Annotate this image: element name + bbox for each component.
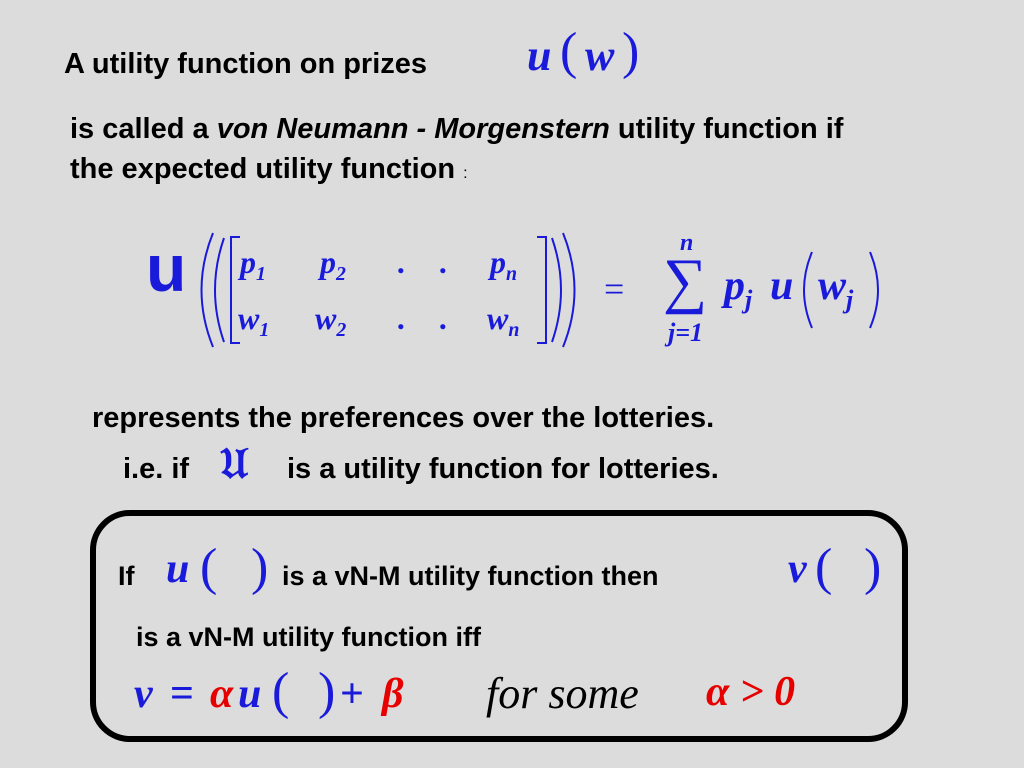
sum-lower-limit: j=1 <box>668 318 704 347</box>
line2-suffix: utility function if <box>609 113 844 145</box>
box-v-left-paren: ( <box>815 539 833 596</box>
intro-line-2: is called a von Neumann - Morgenstern ut… <box>70 113 843 146</box>
formula-equals: = <box>604 269 625 309</box>
vnm-italic: von Neumann - Morgenstern <box>216 113 610 145</box>
rhs-p-j: pj <box>724 263 753 315</box>
big-u-symbol: u <box>146 231 187 305</box>
matrix-dot-1: . <box>398 244 406 280</box>
alpha-condition: α > 0 <box>706 669 796 715</box>
uw-w-symbol: w <box>585 31 615 80</box>
line2-prefix: is called a <box>70 113 217 145</box>
line3-text: the expected utility function <box>70 153 456 185</box>
uw-u-symbol: u <box>527 31 552 80</box>
rhs-w-j: wj <box>818 263 854 315</box>
eq-left-paren: ( <box>272 663 290 720</box>
matrix-pn: pn <box>490 244 518 285</box>
represents-line: represents the preferences over the lott… <box>92 402 715 434</box>
script-u-symbol: 𝔘 <box>220 439 249 488</box>
vnm-condition-box <box>90 510 908 742</box>
intro-line-1: A utility function on prizes <box>64 48 428 80</box>
rhs-u: u <box>770 263 794 309</box>
uw-left-paren: ( <box>560 23 578 80</box>
matrix-w2: w2 <box>315 300 347 341</box>
matrix-dot-4: . <box>440 300 448 336</box>
box-u-right-paren: ) <box>251 539 269 596</box>
box-u-symbol: u <box>166 546 190 592</box>
for-some-text: for some <box>486 669 639 718</box>
eq-right-paren: ) <box>318 663 336 720</box>
box-v-right-paren: ) <box>864 539 882 596</box>
line3-colon: : <box>463 165 468 182</box>
matrix-p2: p2 <box>320 244 346 285</box>
sum-upper-limit: n <box>680 230 694 256</box>
matrix-wn: wn <box>487 300 520 341</box>
eq-v: v <box>134 671 153 717</box>
ie-suffix: is a utility function for lotteries. <box>287 453 719 485</box>
uw-right-paren: ) <box>622 23 640 80</box>
matrix-dot-2: . <box>440 244 448 280</box>
box-line-2: is a vN-M utility function iff <box>136 622 481 652</box>
eq-plus: + <box>340 671 364 717</box>
box-u-left-paren: ( <box>200 539 218 596</box>
ie-prefix: i.e. if <box>123 453 190 485</box>
matrix-w1: w1 <box>238 300 270 341</box>
intro-line-3: the expected utility function : <box>70 153 468 186</box>
matrix-p1: p1 <box>240 244 266 285</box>
box-if: If <box>118 561 135 591</box>
eq-beta: β <box>382 671 404 717</box>
eq-alpha: α <box>210 671 234 717</box>
eq-equals: = <box>170 671 194 717</box>
box-middle-text: is a vN-M utility function then <box>282 561 659 591</box>
sum-symbol: ∑ <box>663 247 708 315</box>
matrix-dot-3: . <box>398 300 406 336</box>
box-v-symbol: v <box>788 546 807 592</box>
eq-u: u <box>238 671 262 717</box>
